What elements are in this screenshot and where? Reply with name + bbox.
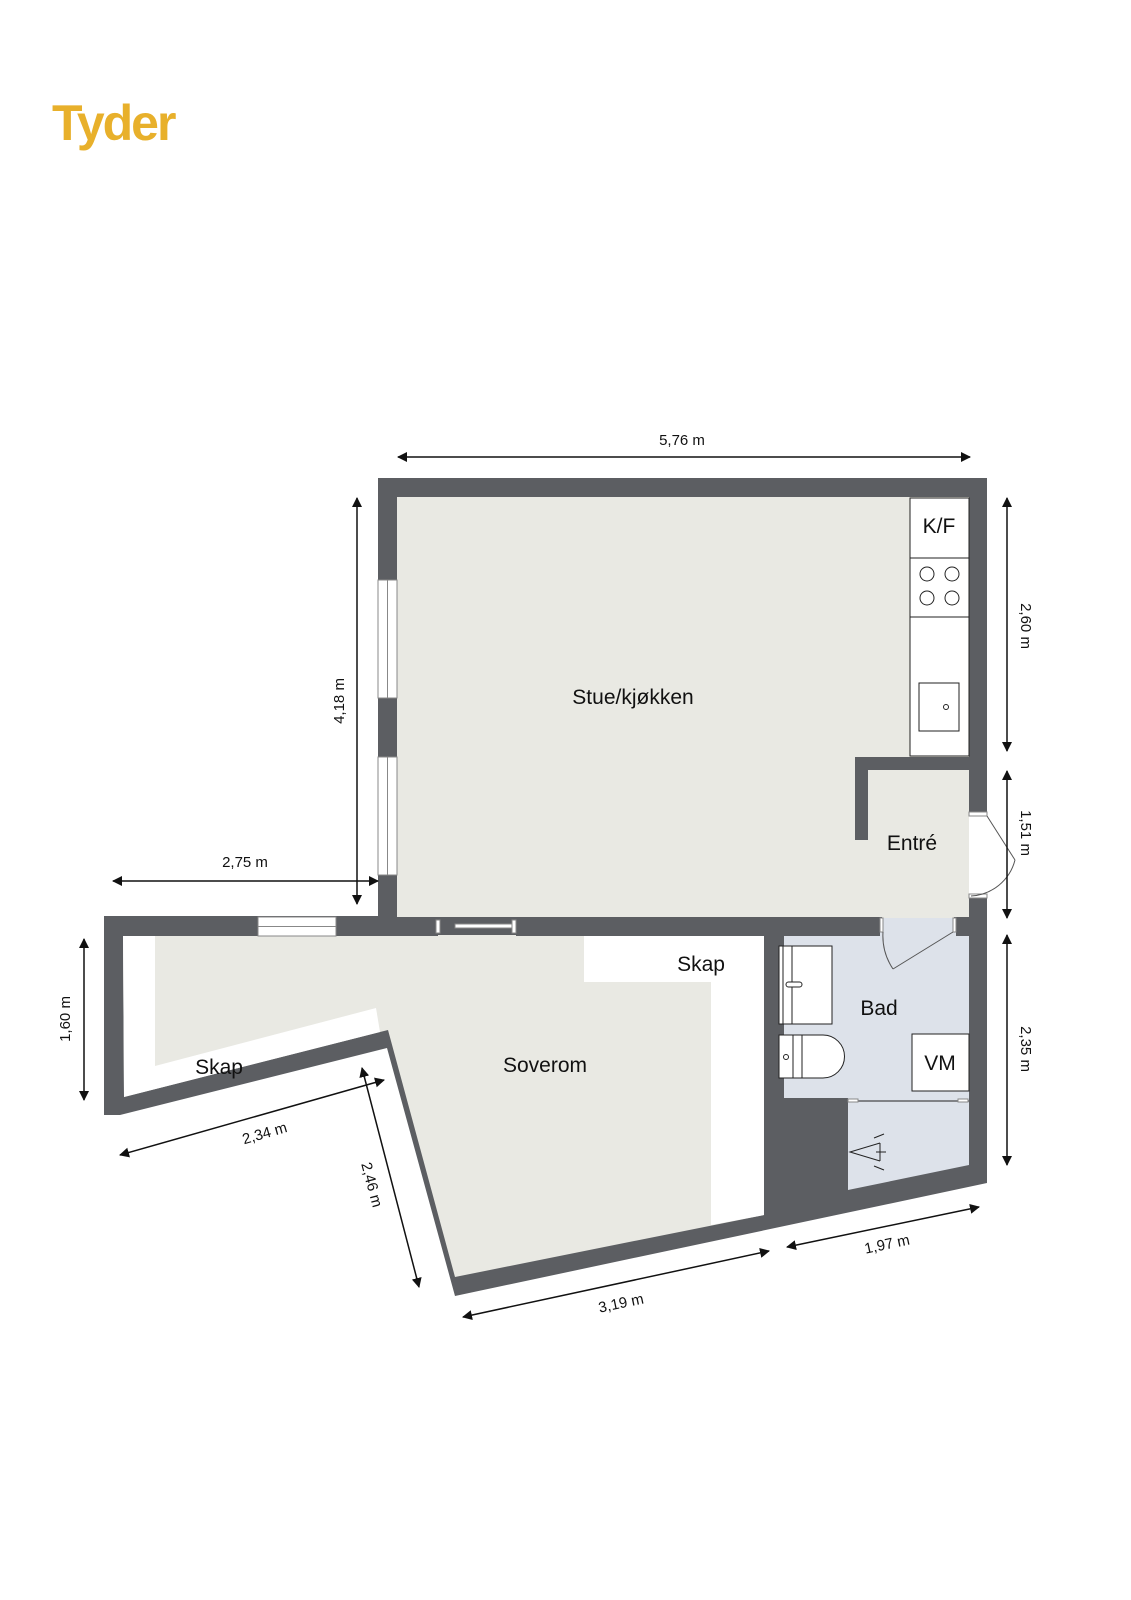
room-label-closet-left: Skap — [195, 1056, 243, 1079]
room-label-living-kitchen: Stue/kjøkken — [572, 686, 693, 709]
shower-head-icon — [848, 1142, 881, 1162]
bathroom-fixtures — [778, 945, 970, 1171]
fixture-label-fridge: K/F — [923, 515, 956, 538]
floors — [123, 497, 969, 1277]
dim-bottom-bedroom: 3,19 m — [597, 1291, 645, 1317]
room-label-entrance: Entré — [887, 832, 937, 855]
floor-closet-bedroom — [584, 935, 764, 1225]
fixture-label-washing-machine: VM — [924, 1052, 956, 1075]
room-label-closet-bedroom: Skap — [677, 953, 725, 976]
floor-entrance — [867, 769, 969, 929]
sliding-door — [435, 919, 517, 934]
washing-machine-box — [911, 1033, 970, 1092]
brand-logo: Tyder — [52, 95, 176, 151]
toilet-icon — [778, 1034, 845, 1079]
room-label-bedroom: Soverom — [503, 1054, 587, 1077]
dim-left-closet-height: 1,60 m — [57, 996, 74, 1042]
dim-right-upper: 2,60 m — [1017, 603, 1034, 649]
dim-right-entrance: 1,51 m — [1017, 810, 1034, 856]
dimension-lines — [79, 452, 1012, 1320]
windows — [257, 579, 398, 937]
bathroom-door — [879, 917, 957, 970]
dim-diagonal-bedroom-side: 2,46 m — [357, 1160, 385, 1209]
dim-diagonal-lower-left: 2,34 m — [240, 1119, 289, 1148]
floor-bedroom — [123, 935, 764, 1277]
sink-icon — [918, 682, 960, 732]
dim-top-width: 5,76 m — [659, 432, 705, 449]
kitchen-counter — [909, 497, 970, 757]
dim-left-extension-width: 2,75 m — [222, 854, 268, 871]
entrance-door — [968, 811, 1016, 899]
dim-left-height: 4,18 m — [331, 678, 348, 724]
stove-burner-icon — [919, 566, 935, 582]
dim-right-lower: 2,35 m — [1017, 1026, 1034, 1072]
room-label-bathroom: Bad — [860, 997, 897, 1020]
dim-bottom-bathroom: 1,97 m — [863, 1232, 911, 1258]
